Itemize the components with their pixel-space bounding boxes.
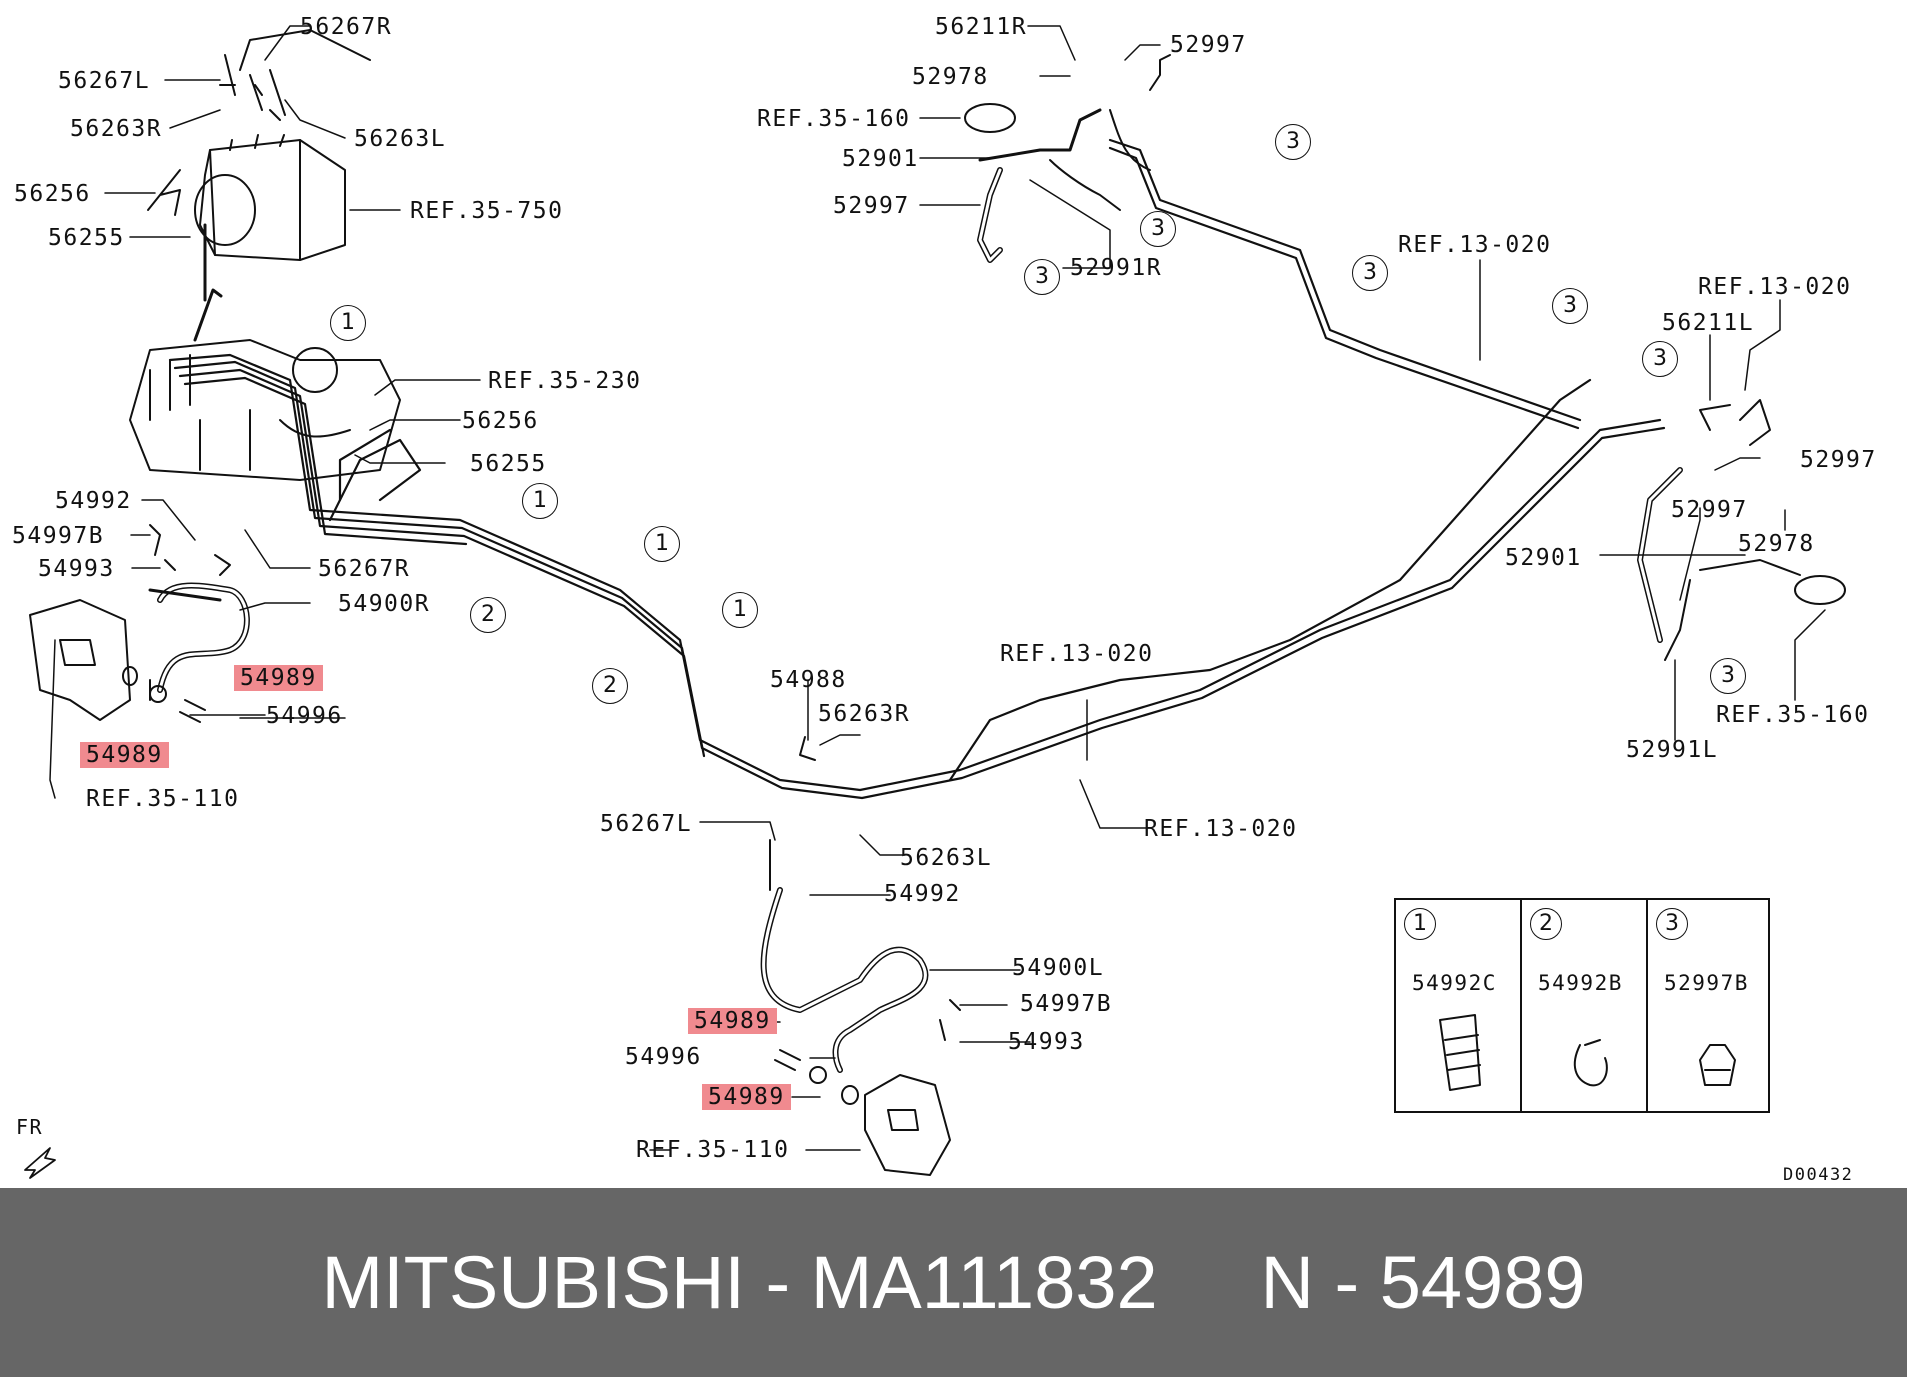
bottom-hose-assembly	[760, 736, 961, 1176]
label-52978-right: 52978	[1738, 531, 1815, 557]
footer-n-label: N	[1260, 1241, 1314, 1324]
legend-divider	[1520, 900, 1522, 1111]
label-54900R: 54900R	[338, 591, 431, 617]
label-52901-right: 52901	[1505, 545, 1582, 571]
legend-divider	[1646, 900, 1648, 1111]
callout-1: 1	[722, 592, 758, 628]
legend-clip-icons	[1439, 1014, 1736, 1091]
label-54992-bottom: 54992	[884, 881, 961, 907]
label-56267L-top: 56267L	[58, 68, 151, 94]
label-54996-bottom: 54996	[625, 1044, 702, 1070]
callout-3: 3	[1552, 288, 1588, 324]
label-54996-left: 54996	[266, 703, 343, 729]
legend-cell-1: 1 54992C	[1396, 900, 1520, 1111]
label-52997-top: 52997	[1170, 32, 1247, 58]
label-56255-top: 56255	[48, 225, 125, 251]
legend-callout-1: 1	[1404, 908, 1436, 940]
legend-cell-3: 3 52997B	[1648, 900, 1772, 1111]
label-ref-13-020-c: REF.13-020	[1000, 641, 1154, 667]
label-56263L-mid: 56263L	[900, 845, 993, 871]
abs-unit-mid	[129, 339, 401, 481]
callout-1: 1	[330, 305, 366, 341]
callout-3: 3	[1140, 211, 1176, 247]
label-56263R-top: 56263R	[70, 116, 163, 142]
callout-3: 3	[1275, 124, 1311, 160]
label-54900L: 54900L	[1012, 955, 1105, 981]
legend-cell-2: 2 54992B	[1522, 900, 1646, 1111]
left-hose-assembly	[29, 524, 250, 723]
label-52997-right2: 52997	[1671, 497, 1748, 523]
legend-part-54992B: 54992B	[1538, 971, 1623, 995]
front-direction-arrow	[24, 1147, 56, 1179]
label-ref-35-110-bottom: REF.35-110	[636, 1137, 790, 1163]
label-52997-right: 52997	[1800, 447, 1877, 473]
label-52901-top: 52901	[842, 146, 919, 172]
diagram-linework	[24, 25, 1846, 1179]
label-56256-mid: 56256	[462, 408, 539, 434]
legend-callout-3: 3	[1656, 908, 1688, 940]
label-54993-left: 54993	[38, 556, 115, 582]
brake-line-bundle	[168, 138, 1666, 800]
callout-2: 2	[470, 597, 506, 633]
label-52978-top: 52978	[912, 64, 989, 90]
legend-callout-2: 2	[1530, 908, 1562, 940]
label-54989-highlight-d: 54989	[702, 1084, 791, 1110]
label-54989-highlight-c: 54989	[688, 1008, 777, 1034]
footer-ref-number: 54989	[1379, 1241, 1586, 1324]
label-ref-35-750: REF.35-750	[410, 198, 564, 224]
callout-3: 3	[1024, 259, 1060, 295]
label-54988: 54988	[770, 667, 847, 693]
label-52997-mid: 52997	[833, 193, 910, 219]
label-56256-top: 56256	[14, 181, 91, 207]
label-54997B-bottom: 54997B	[1020, 991, 1113, 1017]
label-ref-35-110-left: REF.35-110	[86, 786, 240, 812]
label-54989-highlight-a: 54989	[234, 665, 323, 691]
label-ref-35-160-top: REF.35-160	[757, 106, 911, 132]
label-52991L: 52991L	[1626, 737, 1719, 763]
parts-diagram: 56267R 56267L 56263R 56263L 56256 56255 …	[12, 14, 1877, 1185]
label-56263L-top: 56263L	[354, 126, 447, 152]
footer-caption: MITSUBISHI - MA111832 N - 54989	[0, 1188, 1907, 1377]
label-56211R: 56211R	[935, 14, 1028, 40]
callout-2: 2	[592, 668, 628, 704]
callout-1: 1	[644, 526, 680, 562]
legend-part-54992C: 54992C	[1412, 971, 1497, 995]
label-56267L-mid: 56267L	[600, 811, 693, 837]
label-ref-35-230: REF.35-230	[488, 368, 642, 394]
rear-hose-right	[964, 54, 1171, 263]
abs-unit-top	[147, 29, 371, 342]
label-54992-left: 54992	[55, 488, 132, 514]
leader-lines	[49, 25, 1826, 1151]
label-56263R-mid: 56263R	[818, 701, 911, 727]
drawing-code: D00432	[1783, 1165, 1854, 1185]
footer-part-number: MA111832	[810, 1241, 1158, 1324]
label-56267R-mid: 56267R	[318, 556, 411, 582]
label-ref-13-020-d: REF.13-020	[1144, 816, 1298, 842]
label-56267R-top: 56267R	[300, 14, 393, 40]
footer-brand: MITSUBISHI	[321, 1241, 745, 1324]
label-54997B-left: 54997B	[12, 523, 105, 549]
footer-separator: -	[765, 1241, 791, 1324]
label-54989-highlight-b: 54989	[80, 742, 169, 768]
label-52991R: 52991R	[1070, 255, 1163, 281]
part-number-footer: MITSUBISHI - MA111832 N - 54989	[0, 1188, 1907, 1377]
footer-separator: -	[1334, 1241, 1360, 1324]
label-ref-13-020-a: REF.13-020	[1398, 232, 1552, 258]
label-front-direction: FR	[16, 1115, 44, 1139]
callout-3: 3	[1710, 658, 1746, 694]
label-ref-13-020-b: REF.13-020	[1698, 274, 1852, 300]
rear-hose-left	[1637, 399, 1846, 661]
callout-3: 3	[1642, 341, 1678, 377]
callout-1: 1	[522, 483, 558, 519]
legend-part-52997B: 52997B	[1664, 971, 1749, 995]
label-56211L: 56211L	[1662, 310, 1755, 336]
callout-3: 3	[1352, 255, 1388, 291]
label-56255-mid: 56255	[470, 451, 547, 477]
clip-legend-box: 1 54992C 2 54992B 3 52997B	[1394, 898, 1770, 1113]
label-54993-bottom: 54993	[1008, 1029, 1085, 1055]
label-ref-35-160-right: REF.35-160	[1716, 702, 1870, 728]
